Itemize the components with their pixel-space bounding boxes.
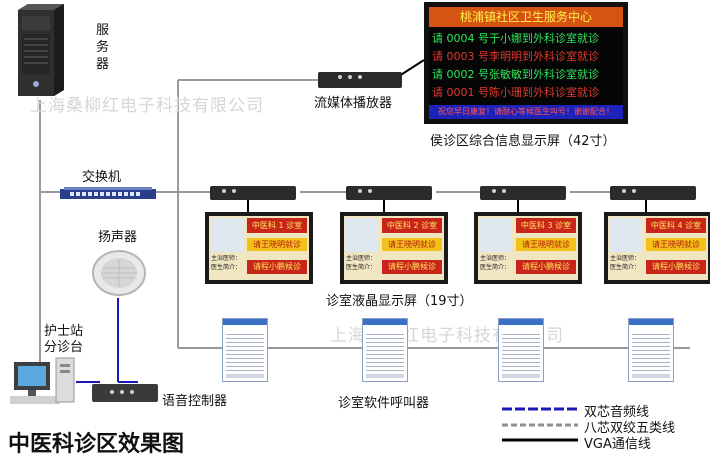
softcaller-label: 诊室软件呼叫器	[338, 396, 430, 411]
doctor-info: 主治医师：医生简介：	[346, 255, 377, 271]
voice-controller	[92, 384, 158, 402]
decoder-box	[210, 186, 296, 200]
clinic-screen-1: 中医科 1 诊室 请王晓明就诊 请程小鹏候诊 主治医师：医生简介：	[205, 212, 313, 284]
now-serving: 请王晓明就诊	[516, 238, 576, 251]
doctor-info: 主治医师：医生简介：	[211, 255, 242, 271]
doctor-photo	[211, 218, 243, 252]
network-switch	[60, 186, 156, 200]
next-waiting: 请程小鹏候诊	[516, 260, 576, 274]
legend-cat5: 八芯双绞五类线	[584, 421, 676, 436]
nurse-station-label: 护士站 分诊台	[44, 324, 84, 355]
queue-row: 请 0002 号张敏敏到外科诊室就诊	[432, 68, 599, 81]
soft-caller-window	[498, 318, 544, 382]
doctor-photo	[610, 218, 642, 252]
next-waiting: 请程小鹏候诊	[382, 260, 442, 274]
queue-row: 请 0004 号于小娜到外科诊室就诊	[432, 32, 599, 45]
doctor-info: 主治医师：医生简介：	[610, 255, 641, 271]
speaker-icon	[91, 248, 147, 298]
now-serving: 请王晓明就诊	[382, 238, 442, 251]
streaming-player	[318, 72, 402, 88]
clinic-title: 中医科 4 诊室	[646, 218, 706, 233]
now-serving: 请王晓明就诊	[646, 238, 706, 251]
clinic-screen-2: 中医科 2 诊室 请王晓明就诊 请程小鹏候诊 主治医师：医生简介：	[340, 212, 448, 284]
clinic-title: 中医科 1 诊室	[247, 218, 307, 233]
clinic-screen-label: 诊室液晶显示屏（19寸）	[326, 294, 473, 309]
queue-row: 请 0001 号陈小珊到外科诊室就诊	[432, 86, 599, 99]
next-waiting: 请程小鹏候诊	[646, 260, 706, 274]
clinic-screen-3: 中医科 3 诊室 请王晓明就诊 请程小鹏候诊 主治医师：医生简介：	[474, 212, 582, 284]
streamer-label: 流媒体播放器	[314, 96, 393, 111]
queue-row: 请 0003 号李明明到外科诊室就诊	[432, 50, 599, 63]
doctor-photo	[480, 218, 512, 252]
server-icon	[18, 4, 64, 96]
clinic-title: 中医科 3 诊室	[516, 218, 576, 233]
decoder-box	[480, 186, 566, 200]
nurse-station-pc	[8, 356, 78, 412]
decoder-box	[610, 186, 696, 200]
soft-caller-window	[628, 318, 674, 382]
soft-caller-window	[362, 318, 408, 382]
page-title: 中医科诊区效果图	[8, 432, 185, 457]
speaker-label: 扬声器	[98, 230, 138, 245]
clinic-screen-4: 中医科 4 诊室 请王晓明就诊 请程小鹏候诊 主治医师：医生简介：	[604, 212, 710, 284]
clinic-title: 中医科 2 诊室	[382, 218, 442, 233]
legend-audio: 双芯音频线	[584, 405, 650, 420]
server-label: 服务器	[96, 23, 110, 72]
waiting-area-screen: 桃浦镇社区卫生服务中心 请 0004 号于小娜到外科诊室就诊 请 0003 号李…	[424, 2, 628, 124]
legend-vga: VGA通信线	[584, 437, 651, 452]
watermark: 上海桑柳红电子科技有限公司	[30, 96, 264, 116]
waiting-screen-label: 侯诊区综合信息显示屏（42寸）	[430, 134, 616, 149]
doctor-info: 主治医师：医生简介：	[480, 255, 511, 271]
doctor-photo	[346, 218, 378, 252]
soft-caller-window	[222, 318, 268, 382]
decoder-box	[346, 186, 432, 200]
voice-controller-label: 语音控制器	[162, 394, 228, 409]
screen-title: 桃浦镇社区卫生服务中心	[429, 7, 623, 27]
switch-label: 交换机	[82, 170, 122, 185]
now-serving: 请王晓明就诊	[247, 238, 307, 251]
next-waiting: 请程小鹏候诊	[247, 260, 307, 274]
screen-footer: 祝您早日康复！请耐心等候医生叫号！谢谢配合！	[429, 105, 623, 119]
